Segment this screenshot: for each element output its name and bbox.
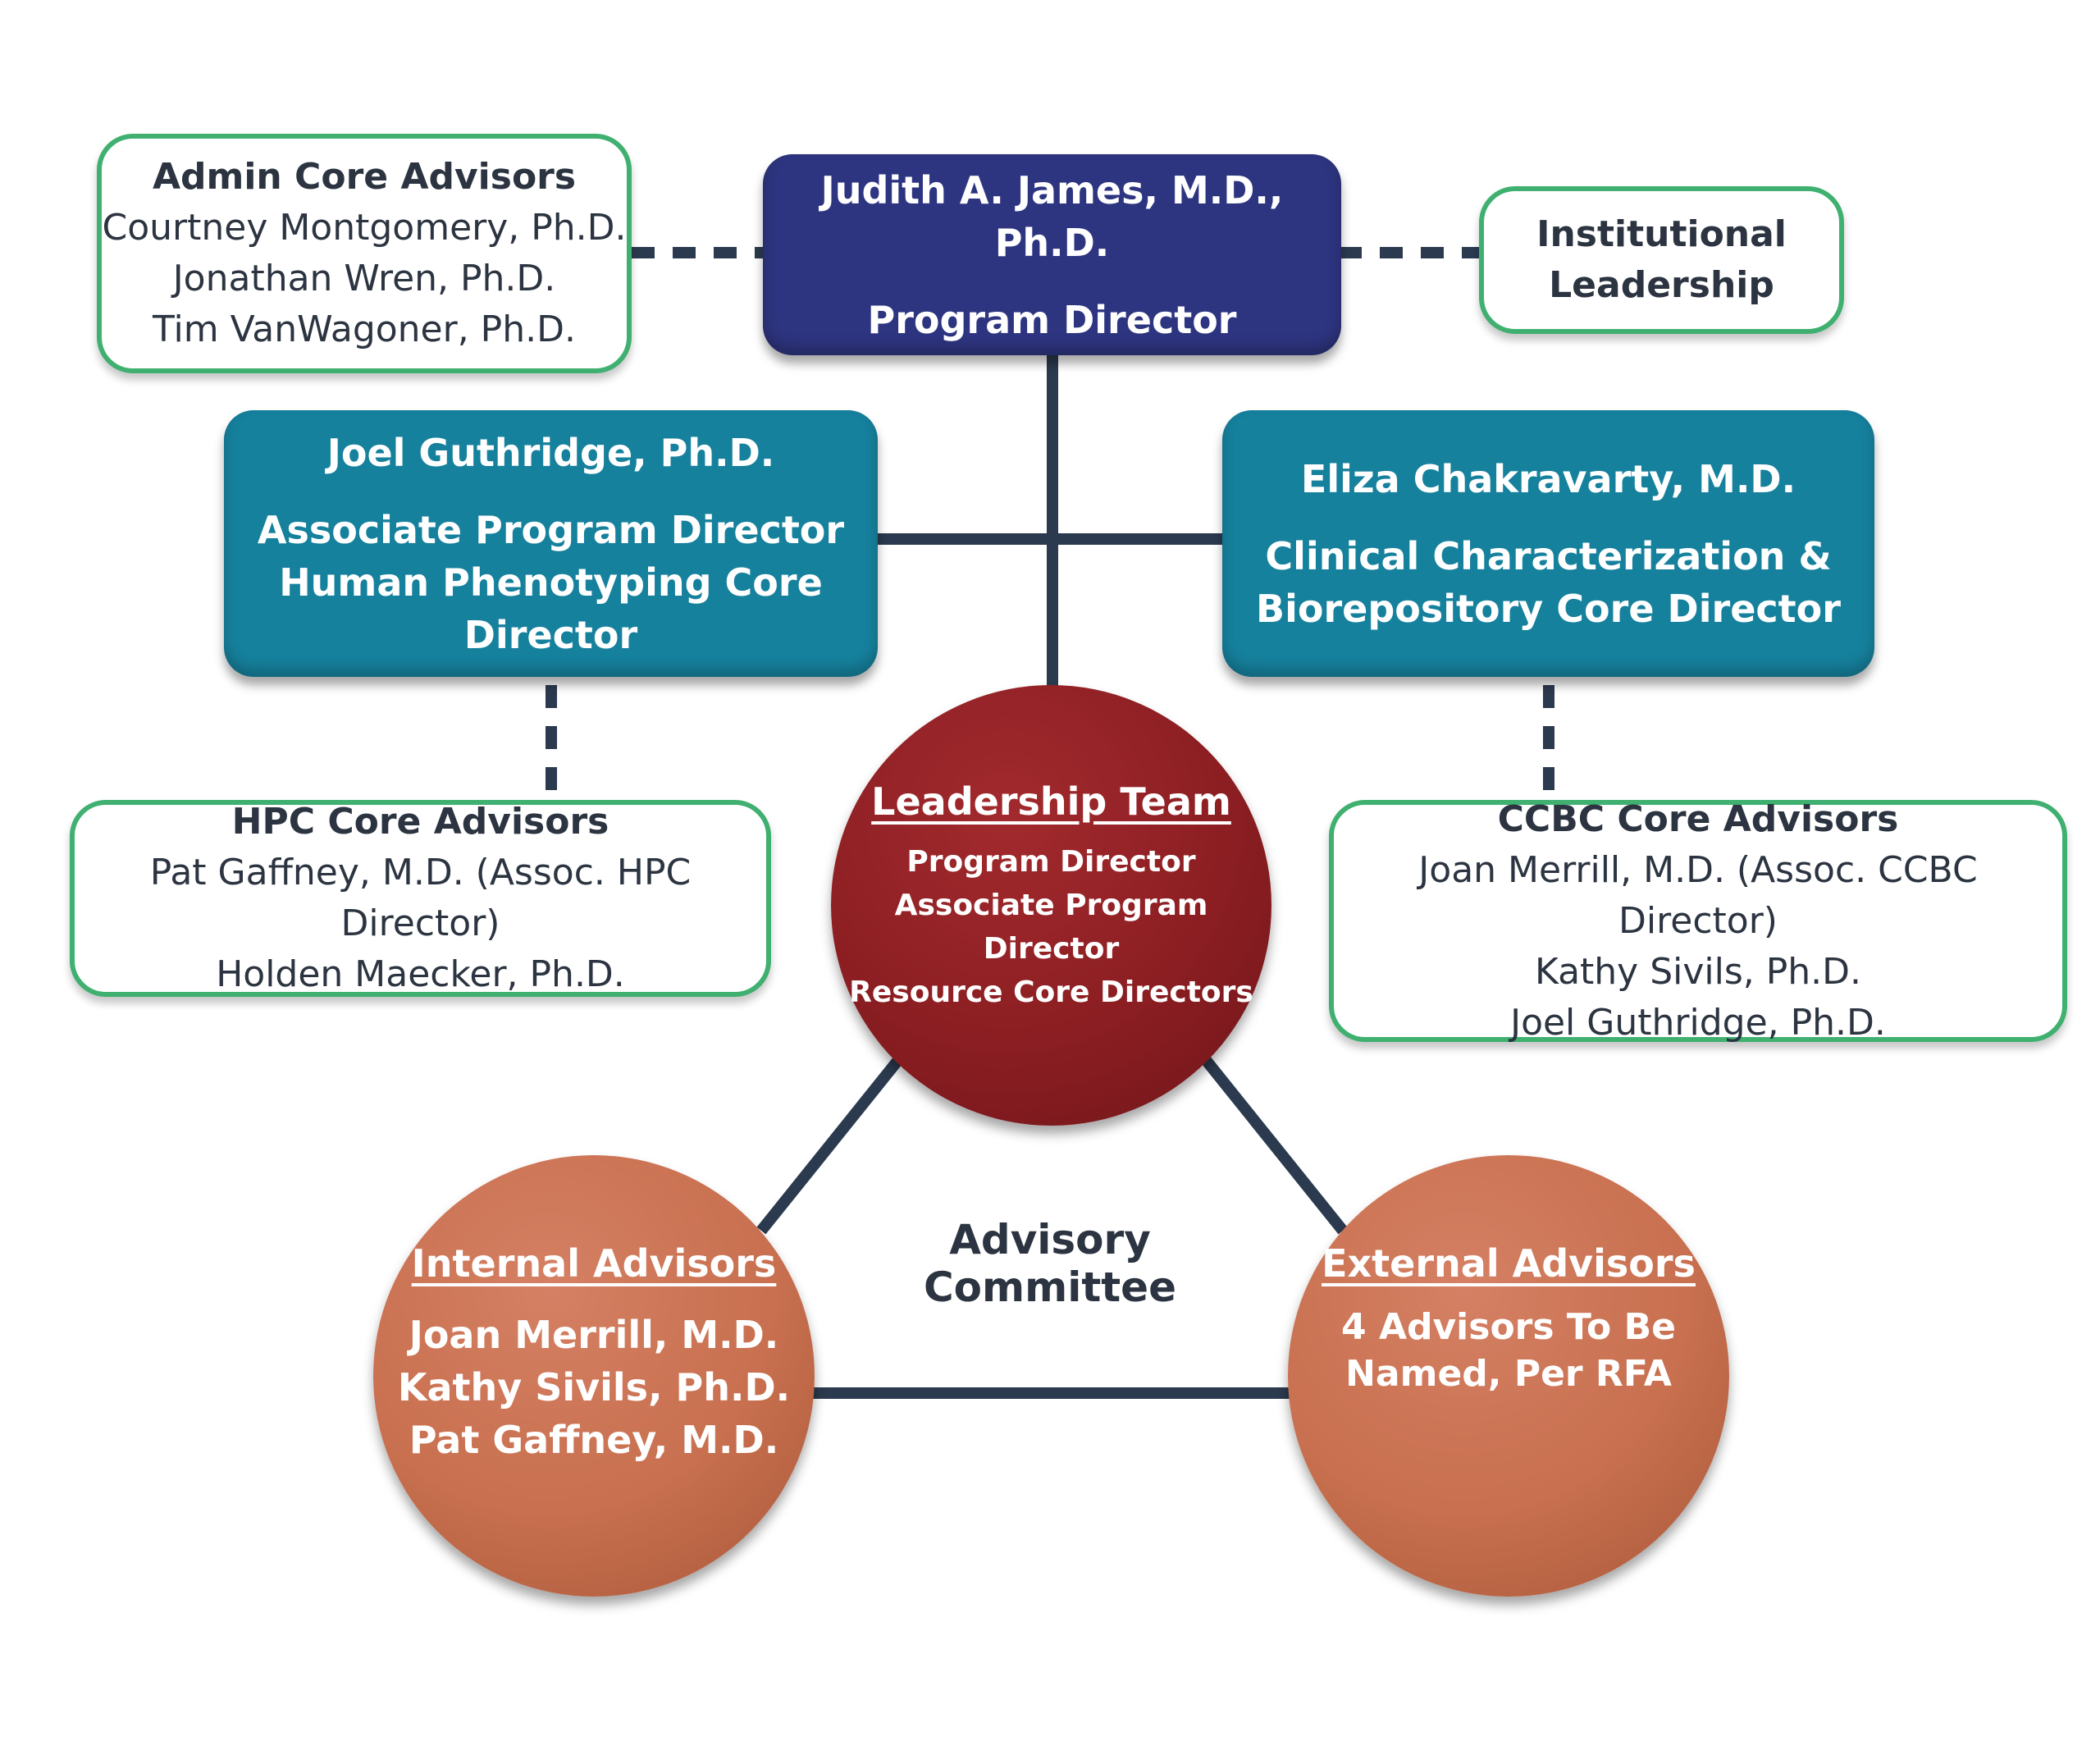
internal-advisors-title: Internal Advisors — [411, 1241, 777, 1286]
hpc-director-role-line1: Associate Program Director — [257, 507, 845, 552]
admin-advisor-1: Courtney Montgomery, Ph.D. — [102, 207, 627, 249]
ccbc-director-box: Eliza Chakravarty, M.D. Clinical Charact… — [1222, 410, 1874, 677]
leadership-team-circle: Leadership Team Program Director Associa… — [831, 685, 1271, 1126]
ccbc-core-advisors-title: CCBC Core Advisors — [1497, 797, 1899, 840]
hpc-director-name: Joel Guthridge, Ph.D. — [326, 430, 775, 475]
ccbc-advisor-2: Kathy Sivils, Ph.D. — [1534, 950, 1862, 993]
ccbc-advisor-1: Joan Merrill, M.D. (Assoc. CCBC Director… — [1418, 848, 1978, 942]
ccbc-director-role-line2: Biorepository Core Director — [1256, 586, 1841, 631]
advisory-committee-label: Advisory Committee — [923, 1216, 1176, 1311]
external-advisors-circle: External Advisors 4 Advisors To Be Named… — [1288, 1155, 1729, 1597]
institutional-leadership-line2: Leadership — [1549, 264, 1774, 306]
ccbc-core-advisors-box: CCBC Core Advisors Joan Merrill, M.D. (A… — [1329, 798, 2067, 1044]
leader-to-external-line — [1201, 1056, 1348, 1235]
admin-advisor-2: Jonathan Wren, Ph.D. — [172, 258, 556, 299]
internal-advisor-1: Joan Merrill, M.D. — [409, 1313, 779, 1357]
internal-advisor-3: Pat Gaffney, M.D. — [409, 1418, 779, 1462]
admin-advisor-3: Tim VanWagoner, Ph.D. — [153, 308, 576, 350]
external-advisors-title: External Advisors — [1322, 1241, 1696, 1286]
hpc-advisor-2: Holden Maecker, Ph.D. — [216, 953, 625, 995]
internal-advisors-circle: Internal Advisors Joan Merrill, M.D. Kat… — [373, 1155, 815, 1597]
leader-to-internal-line — [756, 1056, 903, 1235]
leadership-team-title: Leadership Team — [871, 779, 1231, 824]
hpc-core-advisors-title: HPC Core Advisors — [231, 801, 609, 843]
program-director-name: Judith A. James, M.D., Ph.D. — [820, 167, 1284, 265]
program-director-box: Judith A. James, M.D., Ph.D. Program Dir… — [763, 154, 1341, 355]
ccbc-director-name: Eliza Chakravarty, M.D. — [1300, 456, 1796, 501]
hpc-director-box: Joel Guthridge, Ph.D. Associate Program … — [224, 410, 878, 677]
institutional-leadership-box: Institutional Leadership — [1479, 186, 1844, 334]
leadership-member-1: Program Director — [906, 845, 1196, 879]
admin-core-advisors-box: Admin Core Advisors Courtney Montgomery,… — [97, 134, 632, 373]
ccbc-director-role-line1: Clinical Characterization & — [1265, 533, 1832, 578]
leadership-member-2: Associate Program Director — [894, 889, 1208, 966]
leadership-member-3: Resource Core Directors — [849, 976, 1253, 1009]
hpc-advisor-1: Pat Gaffney, M.D. (Assoc. HPC Director) — [149, 852, 692, 944]
admin-core-advisors-title: Admin Core Advisors — [152, 156, 577, 198]
hpc-core-advisors-box: HPC Core Advisors Pat Gaffney, M.D. (Ass… — [70, 800, 771, 997]
hpc-director-role-line2: Human Phenotyping Core Director — [279, 560, 823, 657]
external-advisors-line1: 4 Advisors To Be — [1341, 1306, 1676, 1348]
internal-advisor-2: Kathy Sivils, Ph.D. — [397, 1365, 791, 1410]
institutional-leadership-line1: Institutional — [1536, 213, 1787, 255]
external-advisors-line2: Named, Per RFA — [1345, 1353, 1672, 1395]
ccbc-advisor-3: Joel Guthridge, Ph.D. — [1510, 1001, 1886, 1044]
program-director-role: Program Director — [867, 297, 1237, 342]
